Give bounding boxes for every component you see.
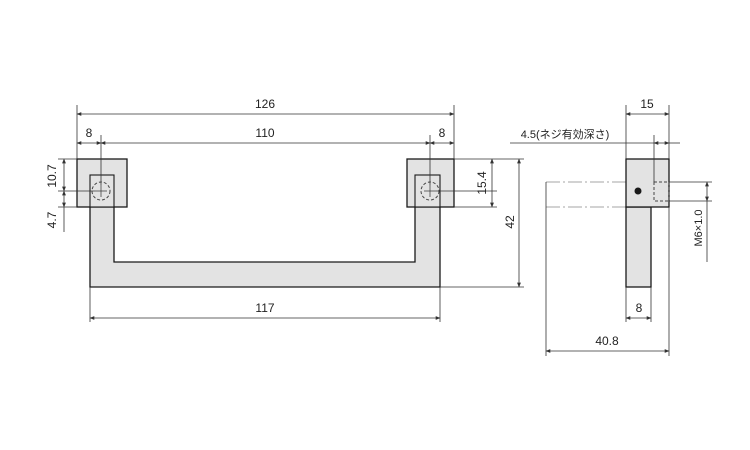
side-view xyxy=(546,158,670,288)
dim-overall-length: 126 xyxy=(255,97,275,111)
side-hole xyxy=(634,187,642,195)
dim-block-height: 10.7 xyxy=(45,164,59,188)
dim-side-width: 8 xyxy=(636,301,643,315)
dim-block-height-right: 15.4 xyxy=(475,171,489,195)
side-thread-hidden xyxy=(653,181,670,202)
handle-body xyxy=(89,174,441,288)
dim-thread-depth: 4.5(ネジ有効深さ) xyxy=(521,127,610,141)
side-dimensions xyxy=(510,105,712,356)
dim-total-height: 42 xyxy=(503,215,517,229)
dim-grip-length: 117 xyxy=(255,301,274,315)
dim-end-right: 8 xyxy=(439,126,446,140)
dim-end-left: 8 xyxy=(86,126,93,140)
dim-hole-offset: 4.7 xyxy=(45,211,59,228)
front-dimensions xyxy=(58,105,524,322)
dim-side-total: 40.8 xyxy=(595,334,619,348)
front-view xyxy=(76,158,455,288)
dim-thread-size: M6×1.0 xyxy=(693,210,705,247)
dim-side-depth: 15 xyxy=(640,97,654,111)
side-block xyxy=(625,158,670,208)
dim-center-span: 110 xyxy=(255,126,274,140)
side-leg xyxy=(625,206,652,288)
